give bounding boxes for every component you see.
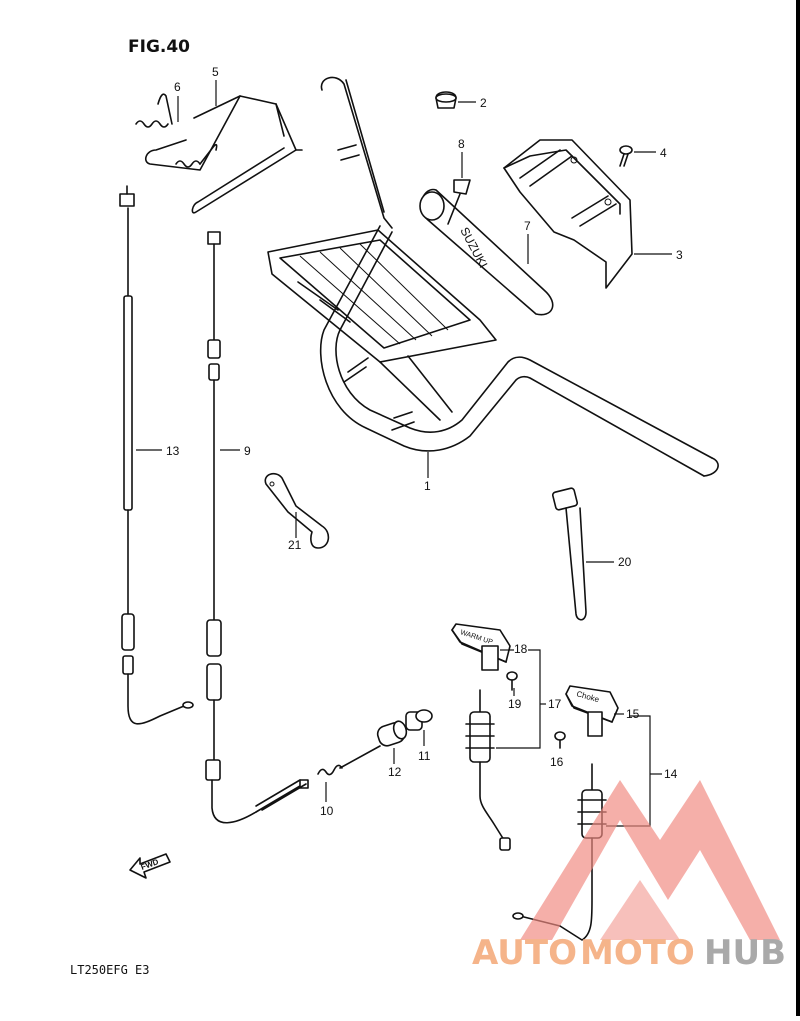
spring-bracket-part <box>135 93 303 214</box>
handlebar-part <box>267 76 719 477</box>
label-21: 21 <box>288 538 302 552</box>
knob-15-part: Choke <box>565 685 619 737</box>
clip-21-part <box>264 472 330 549</box>
assembly-17-part <box>465 689 511 851</box>
watermark-logo-icon <box>520 780 780 940</box>
screw-part-4 <box>619 145 633 167</box>
label-20: 20 <box>618 555 632 569</box>
label-15: 15 <box>626 707 640 721</box>
label-11: 11 <box>418 749 431 763</box>
screw-16-part <box>554 731 566 749</box>
plug-part <box>435 91 457 109</box>
watermark-auto: AUTO <box>472 933 577 973</box>
model-code: LT250EFG E3 <box>70 963 149 977</box>
tie-wrap-20-part <box>551 487 587 621</box>
label-6: 6 <box>174 80 181 94</box>
nut-11-part <box>405 709 433 731</box>
label-9: 9 <box>244 444 251 458</box>
label-16: 16 <box>550 755 564 769</box>
watermark-text: AUTO MOTO HUB <box>472 933 786 973</box>
label-2: 2 <box>480 96 487 110</box>
screw-19-part <box>506 671 518 691</box>
figure-title: FIG.40 <box>128 37 190 57</box>
cover-part <box>503 139 633 289</box>
strap-part <box>447 179 471 225</box>
label-14: 14 <box>664 767 678 781</box>
label-4: 4 <box>660 146 667 160</box>
cable-13-part <box>119 185 194 725</box>
label-8: 8 <box>458 137 465 151</box>
label-3: 3 <box>676 248 683 262</box>
watermark-moto: MOTO <box>580 933 695 973</box>
label-17: 17 <box>548 697 562 711</box>
label-13: 13 <box>166 444 180 458</box>
cable-end-12-part <box>376 720 408 747</box>
label-18: 18 <box>514 642 528 656</box>
right-border <box>796 0 800 1016</box>
label-19: 19 <box>508 697 522 711</box>
label-1: 1 <box>424 479 431 493</box>
adjuster-10-part <box>255 745 381 811</box>
label-10: 10 <box>320 804 334 818</box>
knob-18-part: WARM UP <box>451 623 511 671</box>
cable-9-part <box>205 231 309 824</box>
label-5: 5 <box>212 65 219 79</box>
label-12: 12 <box>388 765 402 779</box>
label-7: 7 <box>524 219 531 233</box>
watermark-hub: HUB <box>704 933 786 973</box>
forward-arrow: FWD <box>129 853 171 879</box>
